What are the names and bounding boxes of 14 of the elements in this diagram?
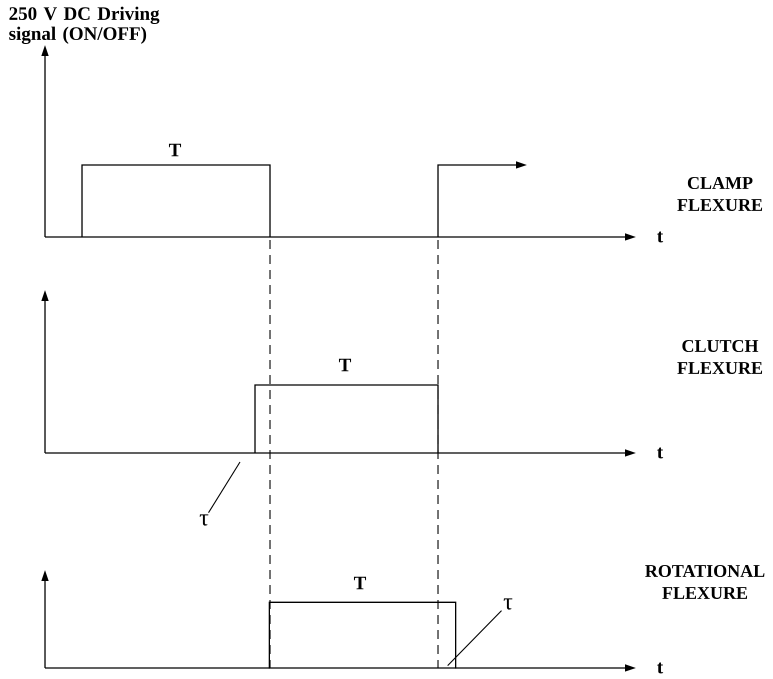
axis-label: t <box>657 232 664 242</box>
pulse-waveform <box>268 602 456 669</box>
time-delay-symbol: τ <box>504 598 512 610</box>
time-delay-symbol: τ <box>200 514 208 526</box>
axis-label: t <box>657 662 664 674</box>
pulse-label: T <box>338 358 352 372</box>
axis-title: 250 V DC Driving signal (ON/OFF) <box>9 6 160 44</box>
signal-name: ROTATIONAL FLEXURE <box>645 564 764 600</box>
leader-line <box>447 610 502 666</box>
pulse-label: T <box>168 144 182 156</box>
leader-line <box>208 462 240 513</box>
signal-name: CLAMP FLEXURE <box>677 176 762 212</box>
axis-label: t <box>657 448 664 458</box>
signal-name: CLUTCH FLEXURE <box>677 340 762 374</box>
